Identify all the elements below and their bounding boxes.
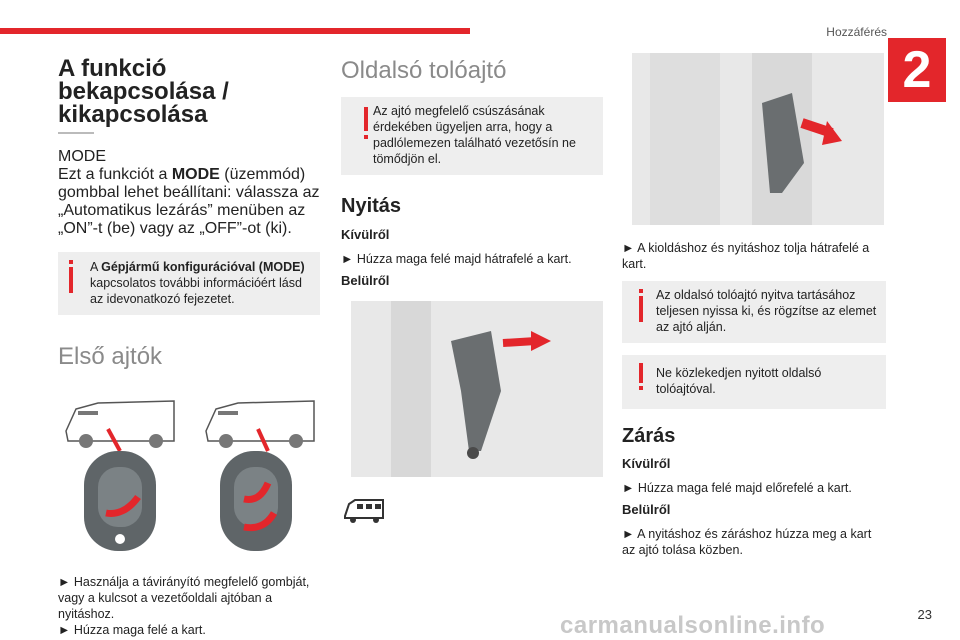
watermark[interactable]: carmanualsonline.info <box>560 612 826 639</box>
warning-icon <box>639 363 643 390</box>
subheading-outside: Kívülről <box>341 227 390 242</box>
closing-inside-step: ► A nyitáshoz és záráshoz húzza meg a ka… <box>622 527 872 557</box>
chapter-number: 2 <box>888 38 946 102</box>
sliding-door-inside-illustration <box>351 301 603 477</box>
subheading-inside-close: Belülről <box>622 502 671 517</box>
heading-closing: Zárás <box>622 425 676 447</box>
subheading-outside-close: Kívülről <box>622 456 671 471</box>
front-door-step-1: ► Használja a távirányító megfelelő gomb… <box>58 575 310 621</box>
section-title-sliding-door: Oldalsó tolóajtó <box>341 57 507 84</box>
mode-paragraph <box>58 132 320 148</box>
section-title-front-doors: Első ajtók <box>58 343 163 370</box>
van-icon <box>344 499 384 523</box>
warning-box-rail: Az ajtó megfelelő csúszásának érdekében … <box>341 97 603 175</box>
column-2: Oldalsó tolóajtó Az ajtó megfelelő csúsz… <box>341 57 603 531</box>
heading-opening: Nyitás <box>341 195 402 217</box>
column-1: A funkció bekapcsolása / kikapcsolása MO… <box>58 55 320 637</box>
info-box-mode: A Gépjármű konfigurációval (MODE) kapcso… <box>58 252 320 315</box>
front-door-illustration <box>65 400 315 551</box>
sliding-door-outside-illustration <box>632 53 884 225</box>
opening-outside-step: ► Húzza maga felé majd hátrafelé a kart. <box>341 252 572 266</box>
closing-outside-step: ► Húzza maga felé majd előrefelé a kart. <box>622 481 852 495</box>
column-3: ► A kioldáshoz és nyitáshoz tolja hátraf… <box>622 53 886 558</box>
warning-box-no-driving: Ne közlekedjen nyitott oldalsó tolóajtóv… <box>622 355 886 409</box>
info-icon <box>69 260 73 293</box>
front-door-step-2: ► Húzza maga felé a kart. <box>58 623 206 637</box>
mode-button-icon <box>58 132 94 134</box>
page-number: 23 <box>917 607 932 622</box>
section-header: Hozzáférés <box>826 25 887 39</box>
subheading-inside: Belülről <box>341 273 390 288</box>
unlock-step: ► A kioldáshoz és nyitáshoz tolja hátraf… <box>622 241 870 271</box>
info-icon <box>639 289 643 322</box>
header-red-bar <box>0 28 470 34</box>
section-title-function: A funkció bekapcsolása / kikapcsolása <box>58 55 229 128</box>
warning-icon <box>364 107 368 139</box>
info-box-hold-open: Az oldalsó tolóajtó nyitva tartásához te… <box>622 281 886 343</box>
